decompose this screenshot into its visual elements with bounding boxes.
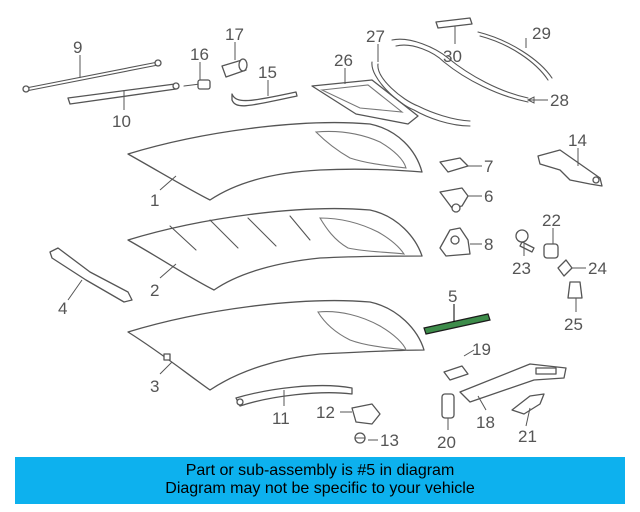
callout-4: 4 bbox=[58, 299, 67, 318]
part-17-cylinder bbox=[221, 42, 248, 78]
callout-13: 13 bbox=[380, 431, 399, 450]
callout-20: 20 bbox=[437, 433, 456, 452]
callout-23: 23 bbox=[512, 259, 531, 278]
part-27-seal bbox=[371, 44, 471, 127]
callout-5: 5 bbox=[448, 287, 457, 306]
callout-28: 28 bbox=[550, 91, 569, 110]
callout-17: 17 bbox=[225, 25, 244, 44]
callout-12: 12 bbox=[316, 403, 335, 422]
callout-18: 18 bbox=[476, 413, 495, 432]
part-23-bolt bbox=[515, 229, 535, 256]
callout-25: 25 bbox=[564, 315, 583, 334]
callout-1: 1 bbox=[150, 191, 159, 210]
part-8-hinge bbox=[439, 227, 482, 257]
part-26-rear-glass bbox=[311, 68, 419, 125]
part-7-clip bbox=[439, 157, 482, 173]
banner-line-2: Diagram may not be specific to your vehi… bbox=[165, 480, 475, 497]
callout-10: 10 bbox=[112, 112, 131, 131]
callout-9: 9 bbox=[73, 38, 82, 57]
parts-diagram: 9 10 16 17 15 26 27 30 29 28 14 1 7 6 8 … bbox=[22, 17, 607, 452]
callout-30: 30 bbox=[443, 47, 462, 66]
part-1-top-cover bbox=[127, 122, 423, 201]
callout-6: 6 bbox=[484, 187, 493, 206]
part-9-cable bbox=[22, 55, 162, 93]
part-18-trim-panel bbox=[459, 363, 567, 411]
callout-14: 14 bbox=[568, 131, 587, 150]
part-29-strip bbox=[477, 31, 553, 81]
part-13-screw bbox=[354, 432, 378, 444]
callout-7: 7 bbox=[484, 157, 493, 176]
part-28-seal bbox=[391, 38, 548, 104]
part-3-top-liner bbox=[127, 300, 425, 391]
part-4-side-rail bbox=[49, 247, 133, 303]
callout-22: 22 bbox=[542, 211, 561, 230]
part-22-bushing bbox=[543, 228, 559, 259]
callout-2: 2 bbox=[150, 281, 159, 300]
part-21-bracket bbox=[511, 393, 545, 427]
callout-8: 8 bbox=[484, 235, 493, 254]
part-14-bracket bbox=[537, 148, 603, 187]
part-19-clip bbox=[443, 349, 475, 381]
part-11-trim-strip bbox=[235, 384, 353, 407]
callout-3: 3 bbox=[150, 377, 159, 396]
callout-11: 11 bbox=[272, 409, 290, 428]
part-15-hose bbox=[231, 80, 298, 107]
part-5-highlighted-strip bbox=[423, 304, 491, 335]
callout-19: 19 bbox=[472, 340, 491, 359]
callout-labels: 9 10 16 17 15 26 27 30 29 28 14 1 7 6 8 … bbox=[58, 24, 607, 452]
part-6-latch bbox=[439, 187, 482, 213]
part-10-cable bbox=[67, 82, 180, 110]
callout-15: 15 bbox=[258, 63, 277, 82]
part-16-connector bbox=[183, 62, 211, 90]
callout-27: 27 bbox=[366, 27, 385, 46]
callout-21: 21 bbox=[518, 427, 537, 446]
callout-29: 29 bbox=[532, 24, 551, 43]
info-banner: Part or sub-assembly is #5 in diagram Di… bbox=[15, 457, 625, 504]
part-30-trim bbox=[435, 17, 473, 44]
part-12-cover bbox=[340, 403, 381, 425]
part-24-nut bbox=[557, 259, 586, 277]
part-2-top-frame bbox=[127, 208, 423, 291]
callout-26: 26 bbox=[334, 51, 353, 70]
part-25-cap bbox=[567, 281, 583, 312]
part-20-bumper bbox=[441, 393, 455, 430]
callout-24: 24 bbox=[588, 259, 607, 278]
callout-16: 16 bbox=[190, 45, 209, 64]
banner-line-1: Part or sub-assembly is #5 in diagram bbox=[185, 462, 455, 479]
